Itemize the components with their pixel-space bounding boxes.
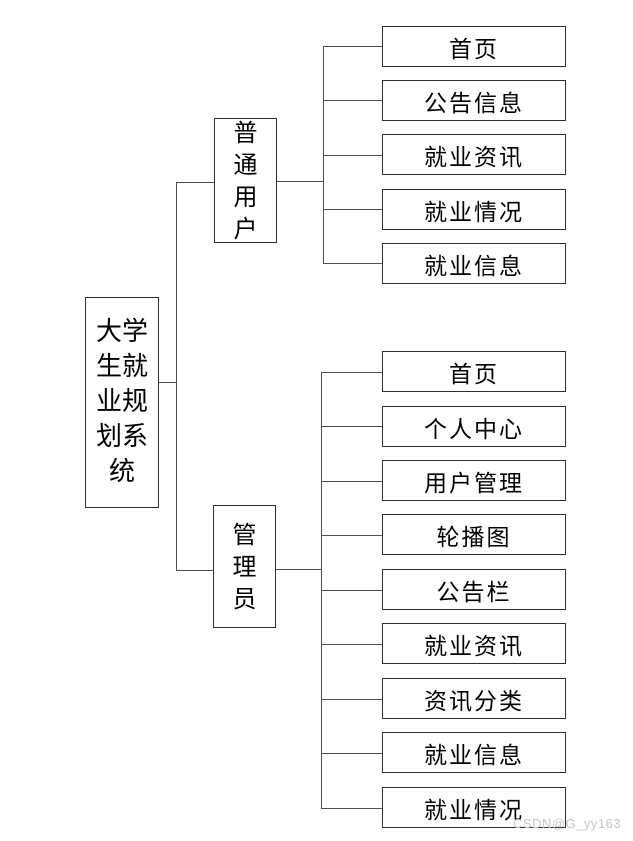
- connector-root-to-trunk: [159, 382, 177, 383]
- leaf-node-employment-info-admin: 就业信息: [382, 732, 566, 773]
- connector-branch1-to-rail: [277, 181, 323, 182]
- leaf-node-employment-situation-user: 就业情况: [382, 189, 566, 230]
- leaf-node-admin-home: 首页: [382, 351, 566, 392]
- leaf-node-user-management: 用户管理: [382, 460, 566, 501]
- connector-stub: [323, 46, 382, 47]
- leaf-node-news-category: 资讯分类: [382, 678, 566, 719]
- connector-stub: [321, 590, 382, 591]
- csdn-watermark: CSDN@G_yy163: [513, 816, 622, 831]
- connector-stub: [321, 481, 382, 482]
- connector-trunk-to-branch2: [177, 570, 213, 571]
- leaf-node-employment-situation-admin: 就业情况: [382, 787, 566, 828]
- branch-node-admin: 管理员: [213, 505, 276, 628]
- connector-stub: [321, 644, 382, 645]
- connector-stub: [321, 372, 382, 373]
- leaf-node-user-home: 首页: [382, 26, 566, 67]
- leaf-node-employment-info-user: 就业信息: [382, 243, 566, 284]
- connector-branch2-to-rail: [276, 569, 321, 570]
- connector-stub: [321, 753, 382, 754]
- connector-stub: [323, 209, 382, 210]
- connector-stub: [323, 155, 382, 156]
- connector-stub: [321, 426, 382, 427]
- leaf-node-bulletin-board: 公告栏: [382, 569, 566, 610]
- connector-stub: [323, 263, 382, 264]
- connector-trunk-to-branch1: [177, 182, 214, 183]
- connector-stub: [321, 699, 382, 700]
- leaf-node-employment-news-admin: 就业资讯: [382, 623, 566, 664]
- connector-trunk: [176, 182, 177, 571]
- connector-stub: [323, 100, 382, 101]
- branch-node-regular-user: 普通用户: [214, 118, 277, 243]
- leaf-node-announcement-info: 公告信息: [382, 80, 566, 121]
- root-node-system: 大学生就业规划系统: [85, 297, 159, 508]
- leaf-node-carousel: 轮播图: [382, 514, 566, 555]
- connector-stub: [321, 535, 382, 536]
- connector-stub: [321, 808, 382, 809]
- leaf-node-employment-news-user: 就业资讯: [382, 134, 566, 175]
- leaf-node-personal-center: 个人中心: [382, 406, 566, 447]
